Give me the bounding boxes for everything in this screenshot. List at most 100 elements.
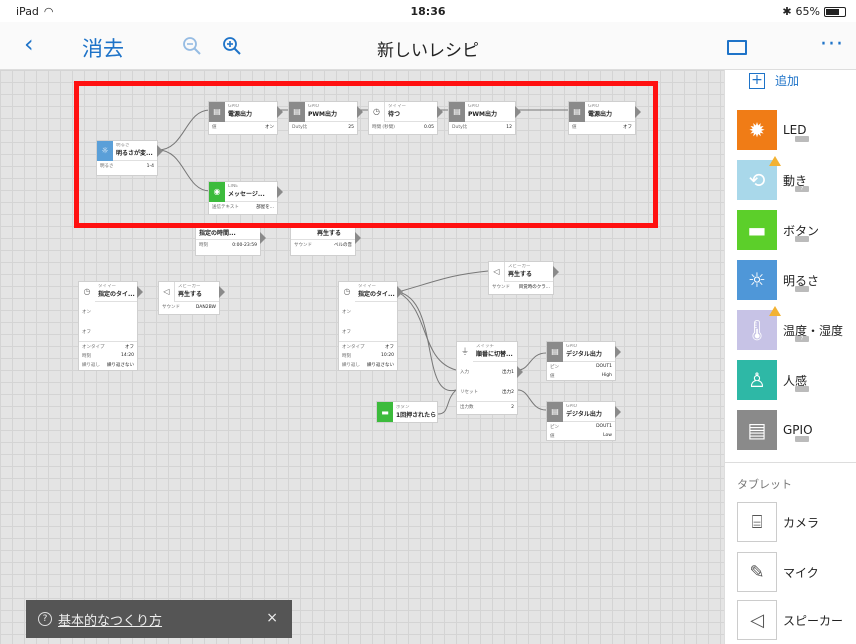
close-icon[interactable]: × bbox=[266, 610, 278, 626]
clock-icon: ◷ bbox=[339, 281, 355, 302]
status-badge bbox=[795, 386, 809, 392]
tablet-camera[interactable]: ⌸ カメラ bbox=[737, 502, 819, 542]
chevron-left-icon[interactable]: ‹ bbox=[24, 30, 34, 58]
component-temperature-humidity[interactable]: 🌡 温度・湿度 ? bbox=[737, 306, 843, 350]
node-param-key: 時刻 bbox=[342, 353, 351, 359]
component-label: カメラ bbox=[783, 515, 820, 530]
node-param-key: オンタイプ bbox=[82, 344, 105, 350]
node-name: 順番に切替... bbox=[476, 351, 513, 358]
node-param-value: DAN2BW bbox=[195, 304, 216, 310]
help-icon: ? bbox=[38, 612, 52, 626]
output-port[interactable] bbox=[515, 106, 521, 118]
status-badge bbox=[795, 286, 809, 292]
tablet-microphone[interactable]: ✎ マイク bbox=[737, 552, 819, 592]
component-human-sensor[interactable]: ♙ 人感 bbox=[737, 360, 809, 400]
output-port[interactable] bbox=[437, 106, 443, 118]
add-button[interactable]: + 追加 bbox=[749, 72, 799, 89]
device-label: iPad bbox=[16, 5, 39, 18]
speaker-bell-node[interactable]: 再生する サウンドベルの音 bbox=[290, 228, 361, 256]
node-param-value: オン bbox=[265, 125, 274, 130]
timer-wait-node[interactable]: ◷タイマー待つ 時間 (秒間)0.05 bbox=[368, 101, 443, 135]
more-button[interactable]: ··· bbox=[820, 32, 844, 57]
status-bar: iPad◠ 18:36 ✱65% bbox=[0, 0, 856, 22]
node-param-key: 値 bbox=[572, 125, 577, 130]
node-param-value: 2 bbox=[511, 404, 514, 410]
output-port[interactable] bbox=[277, 186, 283, 198]
component-label: LED bbox=[783, 123, 807, 137]
component-button[interactable]: ▬ ボタン bbox=[737, 210, 819, 250]
component-label: マイク bbox=[783, 565, 819, 580]
node-name: PWM出力 bbox=[308, 111, 337, 118]
zoom-out-icon[interactable] bbox=[182, 36, 202, 56]
panel-toggle-icon[interactable] bbox=[727, 40, 747, 55]
undo-button[interactable]: 消去 bbox=[82, 37, 124, 61]
output-port[interactable] bbox=[277, 106, 283, 118]
component-motion[interactable]: ⟲ 動き ? bbox=[737, 156, 809, 200]
output-port[interactable] bbox=[397, 286, 403, 298]
node-param-key: Duty比 bbox=[452, 125, 468, 130]
output-port[interactable] bbox=[553, 266, 559, 278]
output-port[interactable] bbox=[219, 286, 225, 298]
node-param-value: DOUT1 bbox=[596, 364, 612, 369]
motion-icon: ⟲ bbox=[737, 156, 781, 200]
component-gpio[interactable]: ▤ GPIO bbox=[737, 410, 813, 450]
gpio-icon: ▤ bbox=[289, 101, 305, 122]
node-on-output: オン bbox=[82, 310, 91, 315]
node-category: GPIO bbox=[468, 104, 480, 109]
node-category: GPIO bbox=[588, 104, 600, 109]
component-led[interactable]: ✹ LED bbox=[737, 110, 809, 150]
node-param-value: Low bbox=[603, 433, 612, 438]
speaker-icon: ◁ bbox=[737, 600, 777, 640]
output-port[interactable] bbox=[355, 232, 361, 244]
node-name: 再生する bbox=[508, 271, 533, 278]
node-param-key: 明るさ bbox=[100, 164, 114, 169]
node-category: タイマー bbox=[358, 284, 376, 289]
component-label: ボタン bbox=[783, 223, 820, 238]
switch-reset-label: リセット bbox=[460, 389, 478, 395]
output-port[interactable] bbox=[635, 106, 641, 118]
zoom-in-icon[interactable] bbox=[222, 36, 242, 56]
node-param-value: 目覚時のクラ... bbox=[518, 285, 550, 290]
node-name: 明るさが変... bbox=[116, 150, 153, 157]
node-name: メッセージ... bbox=[228, 191, 265, 198]
component-panel: + 追加 ✹ LED ⟲ 動き ? ▬ ボタン ☼ 明るさ 🌡 温度・湿度 ? … bbox=[724, 70, 856, 644]
switch-input-label: 入力 bbox=[460, 370, 469, 375]
node-param-value: ベルの音 bbox=[334, 243, 352, 248]
speaker-alarm-node[interactable]: ◁スピーカー再生する サウンド目覚時のクラ... bbox=[488, 261, 559, 295]
node-param-key: サウンド bbox=[162, 305, 180, 310]
component-label: 明るさ bbox=[783, 273, 820, 288]
tutorial-link[interactable]: 基本的なつくり方 bbox=[58, 613, 163, 629]
node-param-key: サウンド bbox=[492, 285, 510, 290]
output-port[interactable] bbox=[260, 232, 266, 244]
output-port[interactable] bbox=[137, 286, 143, 298]
brightness-icon: ☼ bbox=[737, 260, 777, 300]
output-port[interactable] bbox=[157, 145, 163, 157]
tablet-speaker[interactable]: ◁ スピーカー bbox=[737, 600, 843, 640]
component-label: 人感 bbox=[783, 373, 808, 388]
output-port[interactable] bbox=[357, 106, 363, 118]
component-brightness[interactable]: ☼ 明るさ bbox=[737, 260, 819, 300]
node-param-key: 繰り返し bbox=[82, 362, 100, 368]
node-name: 指定のタイ... bbox=[358, 291, 395, 298]
camera-icon: ⌸ bbox=[737, 502, 777, 542]
node-category: スイッチ bbox=[476, 344, 494, 349]
output-port[interactable] bbox=[517, 366, 523, 378]
output-port[interactable] bbox=[615, 406, 621, 418]
warning-icon bbox=[769, 306, 781, 316]
output-port[interactable] bbox=[615, 346, 621, 358]
